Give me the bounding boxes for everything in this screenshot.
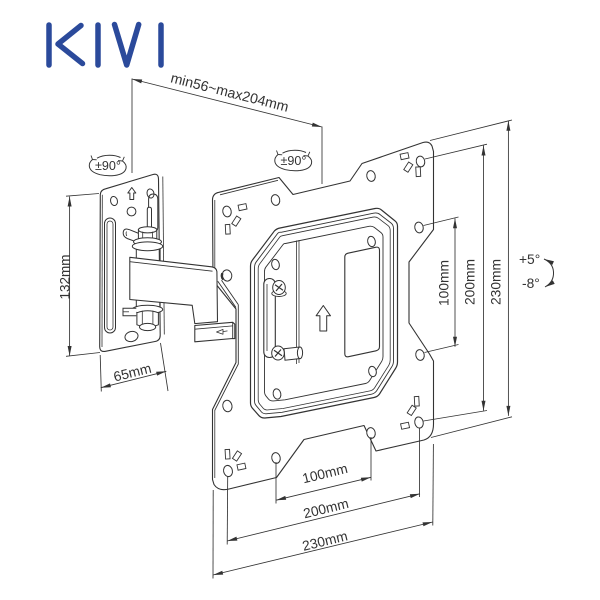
svg-text:±90°: ±90° — [95, 159, 121, 173]
svg-text:+5°: +5° — [519, 252, 540, 267]
svg-text:65mm: 65mm — [112, 361, 153, 385]
svg-text:±90°: ±90° — [281, 154, 307, 168]
svg-text:200mm: 200mm — [463, 259, 478, 305]
svg-text:132mm: 132mm — [58, 254, 73, 299]
svg-text:230mm: 230mm — [301, 528, 349, 553]
svg-text:-8°: -8° — [522, 276, 540, 291]
svg-text:230mm: 230mm — [489, 259, 504, 305]
svg-text:100mm: 100mm — [301, 461, 349, 486]
svg-text:100mm: 100mm — [437, 260, 452, 306]
svg-text:200mm: 200mm — [302, 496, 350, 521]
